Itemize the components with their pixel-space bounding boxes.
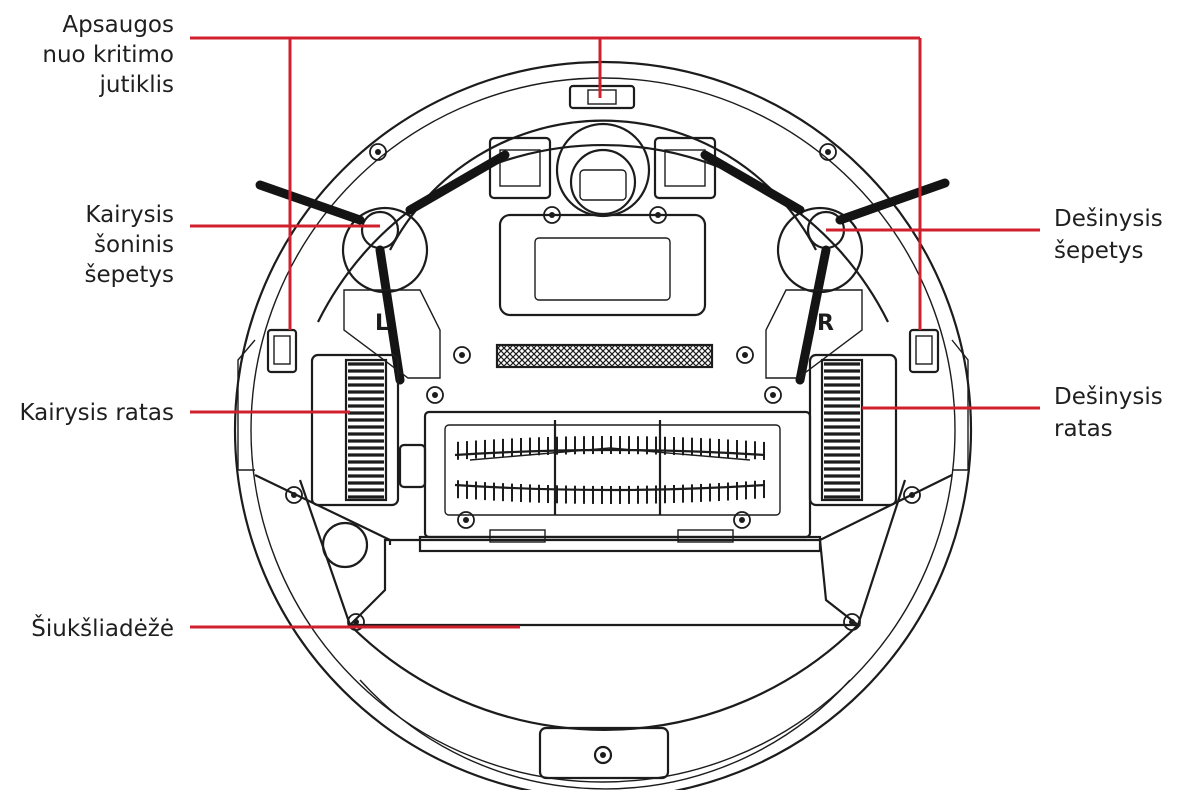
cliff-sensor-front (555, 84, 651, 218)
screws (285, 143, 921, 631)
right-wheel (808, 353, 898, 507)
label-cliff-sensor: Apsaugos nuo kritimo jutiklis (42, 12, 174, 98)
label-right-wheel-line1: Dešinysis (1054, 384, 1163, 410)
label-dustbin-line1: Šiukšliadėžė (31, 614, 174, 642)
right-marking: R (817, 311, 834, 336)
leader-lines (190, 36, 1040, 629)
label-cliff-sensor-line2: nuo kritimo (42, 42, 174, 68)
label-right-side-brush-line2: šepetys (1054, 238, 1144, 264)
label-right-wheel-line2: ratas (1054, 416, 1113, 442)
cliff-sensor-left (266, 328, 298, 374)
vent-grille (496, 344, 713, 368)
label-cliff-sensor-line3: jutiklis (99, 72, 174, 98)
left-marking: L (375, 311, 389, 336)
label-left-side-brush: Kairysis šoninis šepetys (85, 202, 175, 288)
dustbin (321, 521, 862, 627)
label-left-side-brush-line2: šoninis (94, 232, 174, 258)
label-right-side-brush-line1: Dešinysis (1054, 206, 1163, 232)
right-side-brush: R (700, 150, 950, 385)
front-bumper-windows (389, 119, 817, 369)
label-left-wheel: Kairysis ratas (19, 400, 174, 426)
cliff-sensor-right (908, 328, 940, 374)
label-dustbin: Šiukšliadėžė (31, 614, 174, 642)
left-wheel (310, 353, 400, 507)
label-left-wheel-line1: Kairysis ratas (19, 400, 174, 426)
label-right-side-brush: Dešinysis šepetys (1054, 206, 1163, 264)
robot-body (234, 61, 972, 795)
label-left-side-brush-line3: šepetys (85, 262, 175, 288)
label-cliff-sensor-line1: Apsaugos (62, 12, 174, 38)
label-right-wheel: Dešinysis ratas (1054, 384, 1163, 442)
main-roller-brush (398, 410, 822, 553)
label-left-side-brush-line1: Kairysis (85, 202, 174, 228)
